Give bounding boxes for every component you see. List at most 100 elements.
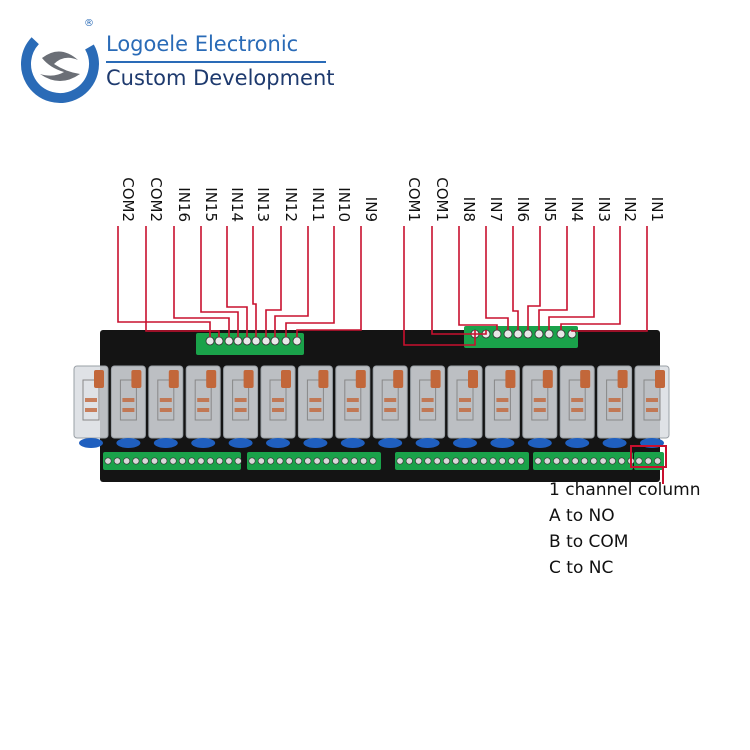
relay-contact: [85, 408, 97, 412]
output-terminal-screw: [635, 457, 643, 465]
capacitor: [266, 438, 290, 448]
relay-contact: [571, 408, 584, 412]
relay-contact: [234, 408, 247, 412]
relay-contact: [608, 398, 621, 402]
relay-contact: [122, 408, 135, 412]
output-terminal-screw: [322, 457, 330, 465]
relay-contact: [197, 398, 210, 402]
relay-coil: [131, 370, 142, 388]
input-terminal-screw: [242, 336, 252, 346]
output-terminal-screw: [304, 457, 312, 465]
relay-frame: [531, 379, 549, 421]
output-terminal-screw: [234, 457, 242, 465]
output-terminal-screw: [644, 457, 652, 465]
output-terminal-screw: [360, 457, 368, 465]
relay-frame: [606, 379, 624, 421]
output-terminal-screw: [104, 457, 112, 465]
pin-label-com1: COM1: [433, 177, 451, 222]
relay-frame: [568, 379, 586, 421]
signal-wire: [296, 226, 362, 337]
output-terminal-screw: [498, 457, 506, 465]
registered-mark: ®: [84, 18, 94, 29]
relay-contact: [571, 398, 584, 402]
signal-wire: [274, 226, 309, 337]
output-terminal-screw: [294, 457, 302, 465]
relay-frame: [194, 379, 212, 421]
relay-contact: [85, 398, 97, 402]
pin-label-in16: IN16: [175, 187, 193, 222]
relay-frame: [419, 379, 437, 421]
pin-label-in5: IN5: [541, 197, 559, 222]
relay-contact: [234, 398, 247, 402]
output-terminal-screw: [470, 457, 478, 465]
output-terminal-screw: [216, 457, 224, 465]
signal-wire: [200, 226, 239, 337]
output-terminal-screw: [452, 457, 460, 465]
relay-contact: [496, 398, 509, 402]
output-terminal-screw: [169, 457, 177, 465]
relay-coil: [206, 370, 217, 388]
input-terminal-screw: [544, 329, 554, 339]
pin-label-in10: IN10: [335, 187, 353, 222]
relay-contact: [459, 398, 471, 402]
input-terminal-screw: [292, 336, 302, 346]
relay-contact: [608, 408, 621, 412]
relay-frame: [381, 379, 399, 421]
output-terminal-screw: [151, 457, 159, 465]
signal-wire: [265, 226, 282, 337]
input-terminal-screw: [261, 336, 271, 346]
output-terminal-screw: [113, 457, 121, 465]
relay-contact: [533, 408, 546, 412]
output-terminal-screw: [257, 457, 265, 465]
relay-contact: [122, 398, 135, 402]
output-terminal-screw: [178, 457, 186, 465]
output-terminal-screw: [332, 457, 340, 465]
output-terminal-screw: [562, 457, 570, 465]
output-terminal-screw: [433, 457, 441, 465]
relay-contact: [309, 398, 322, 402]
relay-coil: [505, 370, 516, 388]
relay-coil: [355, 370, 366, 388]
channel-legend: 1 channel column A to NO B to COM C to N…: [549, 477, 700, 581]
input-terminal-screw: [492, 329, 502, 339]
input-terminal-screw: [281, 336, 291, 346]
relay-coil: [243, 370, 254, 388]
relay-contact: [197, 408, 210, 412]
pin-label-in1: IN1: [648, 197, 666, 222]
legend-line-2: A to NO: [549, 506, 615, 526]
input-terminal-screw: [251, 336, 261, 346]
relay-contact: [533, 398, 546, 402]
signal-wire: [512, 226, 519, 330]
relay-contact: [159, 398, 172, 402]
relay-frame: [344, 379, 362, 421]
signal-wire: [285, 226, 335, 337]
pin-label-in14: IN14: [228, 187, 246, 222]
output-terminal-screw: [350, 457, 358, 465]
output-terminal-screw: [480, 457, 488, 465]
relay-coil: [430, 370, 441, 388]
pin-label-in8: IN8: [460, 197, 478, 222]
output-terminal-screw: [396, 457, 404, 465]
input-terminal-screw: [205, 336, 215, 346]
signal-wire: [403, 226, 476, 346]
signal-wire: [252, 226, 257, 337]
pin-label-in7: IN7: [487, 197, 505, 222]
output-terminal-screw: [553, 457, 561, 465]
output-terminal-screw: [654, 457, 662, 465]
pin-label-in9: IN9: [362, 197, 380, 222]
signal-wire: [485, 226, 509, 330]
capacitor: [191, 438, 216, 448]
pin-label-com2: COM2: [119, 177, 137, 222]
output-terminal-screw: [248, 457, 256, 465]
pin-label-in13: IN13: [254, 187, 272, 222]
signal-wire: [431, 226, 487, 335]
capacitor: [228, 438, 253, 448]
relay-contact: [384, 398, 397, 402]
pin-label-in12: IN12: [282, 187, 300, 222]
signal-wire: [145, 226, 220, 337]
input-terminal-screw: [503, 329, 513, 339]
output-terminal-screw: [489, 457, 497, 465]
capacitor: [565, 438, 590, 448]
output-terminal-screw: [285, 457, 293, 465]
